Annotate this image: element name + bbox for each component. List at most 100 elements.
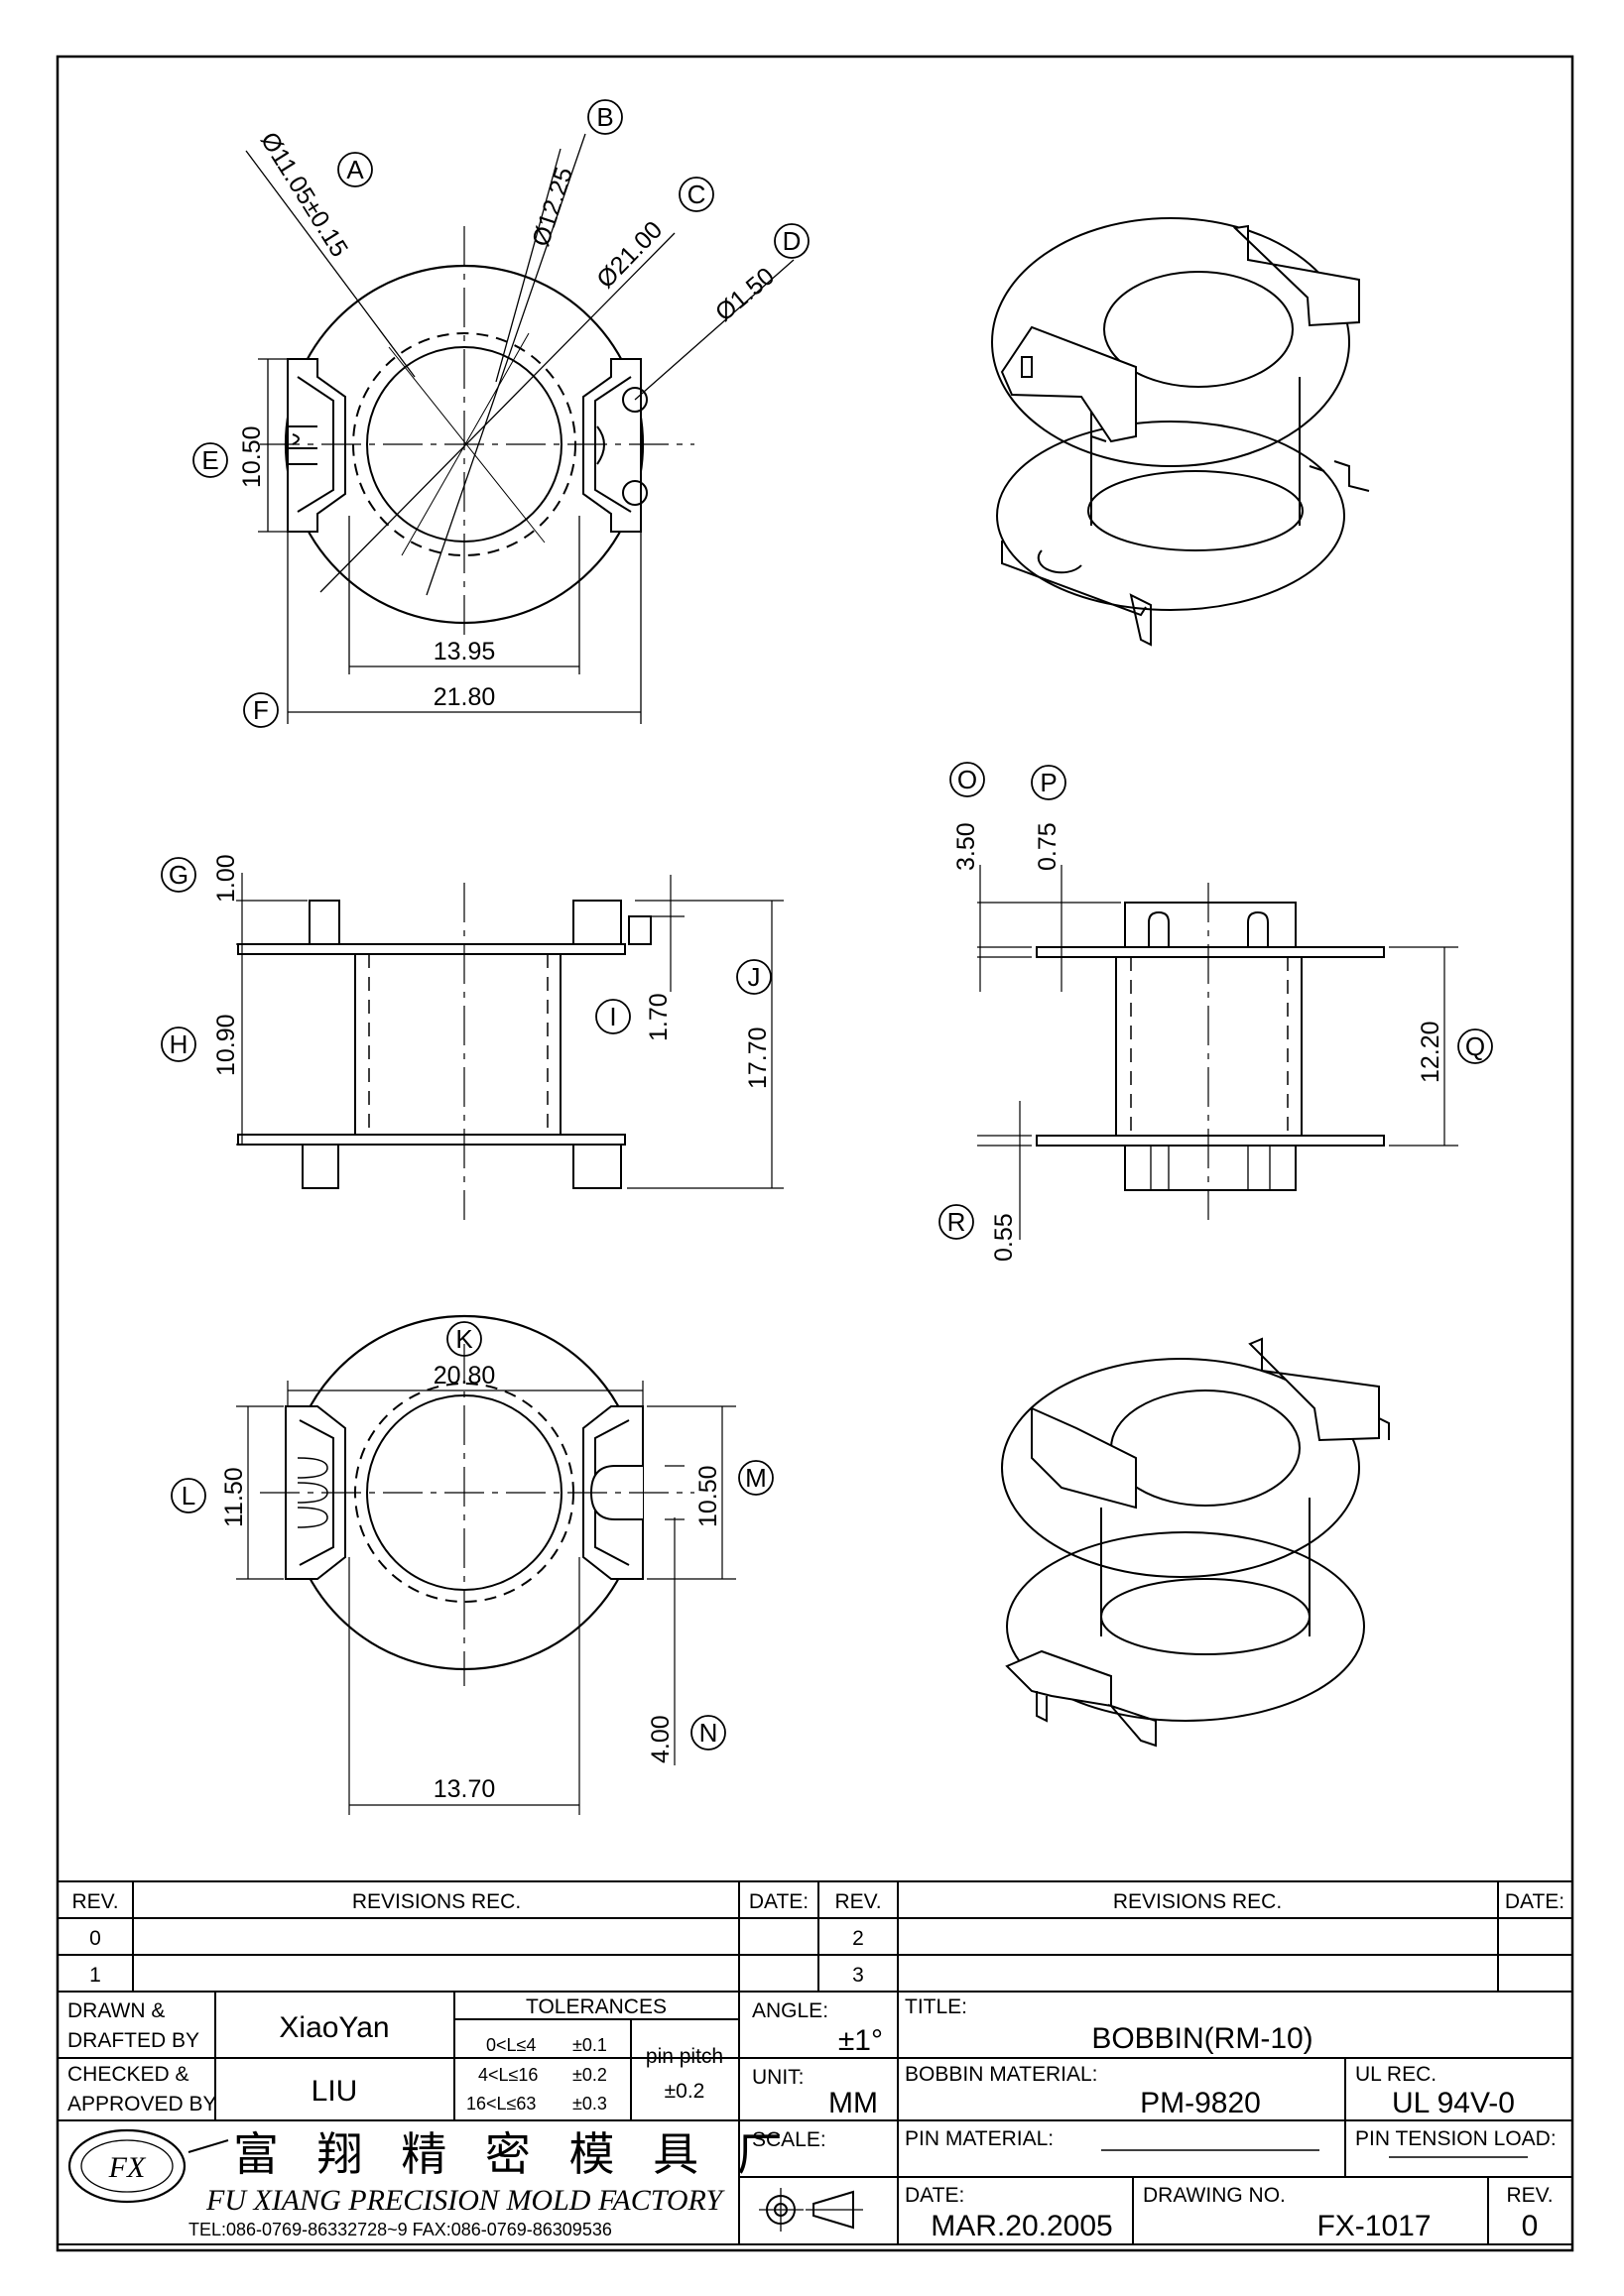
balloon-c: C xyxy=(687,180,706,209)
balloon-j: J xyxy=(748,962,761,992)
ul-rec-value: UL 94V-0 xyxy=(1392,2087,1515,2119)
plan-view-top xyxy=(245,133,795,724)
dim-o: 3.50 xyxy=(952,822,980,871)
tol-range-1: 4<L≤16 xyxy=(478,2065,538,2085)
approved-label: APPROVED BY xyxy=(67,2093,217,2115)
tol-value-1: ±0.2 xyxy=(572,2065,607,2085)
bobbin-material-value: PM-9820 xyxy=(1140,2087,1261,2119)
rev-header-left: REV. xyxy=(71,1890,118,1913)
dim-c: Ø21.00 xyxy=(591,216,668,294)
rev-row-1: 1 xyxy=(89,1964,101,1987)
tol-range-2: 16<L≤63 xyxy=(466,2094,536,2114)
date-header-right: DATE: xyxy=(1505,1890,1564,1913)
rev-row-3: 3 xyxy=(852,1964,864,1987)
side-view-left xyxy=(236,873,784,1220)
dim-g: 1.00 xyxy=(212,854,240,903)
company-name-en: FU XIANG PRECISION MOLD FACTORY xyxy=(205,2184,725,2217)
tol-value-2: ±0.3 xyxy=(572,2094,607,2114)
bobbin-material-label: BOBBIN MATERIAL: xyxy=(905,2063,1098,2086)
rev-header-right: REV. xyxy=(834,1890,881,1913)
unit-label: UNIT: xyxy=(752,2066,805,2089)
checked-by-value: LIU xyxy=(312,2075,358,2108)
dim-n: 4.00 xyxy=(647,1715,675,1763)
balloon-h: H xyxy=(170,1029,188,1059)
balloon-f: F xyxy=(253,695,269,725)
revisions-table xyxy=(57,1880,1573,1993)
balloon-m: M xyxy=(745,1463,767,1493)
dim-l: 11.50 xyxy=(220,1467,248,1527)
balloon-g: G xyxy=(169,860,188,890)
balloon-o: O xyxy=(957,765,977,794)
drawing-no-value: FX-1017 xyxy=(1316,2210,1431,2242)
dim-b: Ø12.25 xyxy=(527,164,578,250)
dim-e: 10.50 xyxy=(238,425,266,488)
title-label: TITLE: xyxy=(905,1995,967,2018)
drawing-border xyxy=(56,55,1574,2252)
balloon-r: R xyxy=(947,1207,966,1237)
dim-m: 10.50 xyxy=(694,1465,722,1527)
balloons-view-top xyxy=(192,99,810,728)
angle-value: ±1° xyxy=(838,2024,883,2057)
dim-inner-width: 13.95 xyxy=(434,638,496,665)
balloon-a: A xyxy=(346,155,364,184)
balloon-i: I xyxy=(609,1002,616,1031)
tolerances-label: TOLERANCES xyxy=(526,1995,667,2018)
balloon-k: K xyxy=(455,1324,473,1354)
balloon-b: B xyxy=(596,102,613,132)
plan-view-bottom xyxy=(236,1314,736,1815)
ul-rec-label: UL REC. xyxy=(1355,2063,1437,2086)
pin-pitch-value: ±0.2 xyxy=(665,2080,705,2103)
dim-i: 1.70 xyxy=(645,993,673,1041)
dim-outer-width: 21.80 xyxy=(434,683,496,711)
balloon-n: N xyxy=(699,1718,718,1748)
drafted-label: DRAFTED BY xyxy=(67,2029,199,2052)
dim-bottom-width: 13.70 xyxy=(434,1775,496,1803)
rev-row-0: 0 xyxy=(89,1927,101,1950)
isometric-view-bottom xyxy=(1001,1337,1390,1748)
balloons-view-side-left xyxy=(161,857,772,1062)
dim-q: 12.20 xyxy=(1417,1021,1444,1083)
date-value: MAR.20.2005 xyxy=(931,2210,1112,2242)
dim-j: 17.70 xyxy=(744,1027,772,1089)
balloon-d: D xyxy=(783,226,802,256)
dim-a: Ø11.05±0.15 xyxy=(255,127,353,262)
company-contact: TEL:086-0769-86332728~9 FAX:086-0769-863… xyxy=(188,2220,612,2239)
dim-r: 0.55 xyxy=(990,1213,1018,1262)
balloon-l: L xyxy=(182,1481,195,1511)
rec-header-left: REVISIONS REC. xyxy=(352,1890,521,1913)
side-view-right xyxy=(977,865,1458,1240)
title-value: BOBBIN(RM-10) xyxy=(1091,2022,1312,2055)
rev-row-2: 2 xyxy=(852,1927,864,1950)
checked-label: CHECKED & xyxy=(67,2063,189,2086)
tol-range-0: 0<L≤4 xyxy=(486,2035,536,2055)
balloon-q: Q xyxy=(1465,1031,1485,1061)
balloons-view-side-right xyxy=(938,762,1493,1240)
dim-d: Ø1.50 xyxy=(710,262,780,326)
title-block-grid xyxy=(57,1991,1573,2245)
company-logo xyxy=(67,2128,229,2204)
logo-text: FX xyxy=(108,2151,147,2184)
dim-k: 20.80 xyxy=(434,1362,496,1390)
balloon-e: E xyxy=(201,445,218,475)
rev-label: REV. xyxy=(1506,2184,1553,2207)
pin-material-label: PIN MATERIAL: xyxy=(905,2127,1054,2150)
dim-p: 0.75 xyxy=(1034,822,1062,871)
isometric-view-top xyxy=(991,217,1370,647)
date-header-left: DATE: xyxy=(749,1890,809,1913)
company-name-cn: 富 翔 精 密 模 具 厂 xyxy=(233,2127,795,2181)
balloon-p: P xyxy=(1040,768,1057,797)
drawing-no-label: DRAWING NO. xyxy=(1143,2184,1286,2207)
balloons-view-bottom xyxy=(171,1321,774,1751)
unit-value: MM xyxy=(828,2087,878,2119)
rev-value: 0 xyxy=(1522,2210,1539,2242)
tol-value-0: ±0.1 xyxy=(572,2035,607,2055)
angle-label: ANGLE: xyxy=(752,1999,828,2022)
drawn-label: DRAWN & xyxy=(67,1999,165,2022)
dim-h: 10.90 xyxy=(212,1014,240,1076)
scale-label: SCALE: xyxy=(752,2128,826,2151)
drawn-by-value: XiaoYan xyxy=(279,2011,389,2044)
pin-pitch-label: pin pitch xyxy=(646,2045,723,2068)
date-label: DATE: xyxy=(905,2184,964,2207)
pin-tension-label: PIN TENSION LOAD: xyxy=(1355,2127,1557,2150)
